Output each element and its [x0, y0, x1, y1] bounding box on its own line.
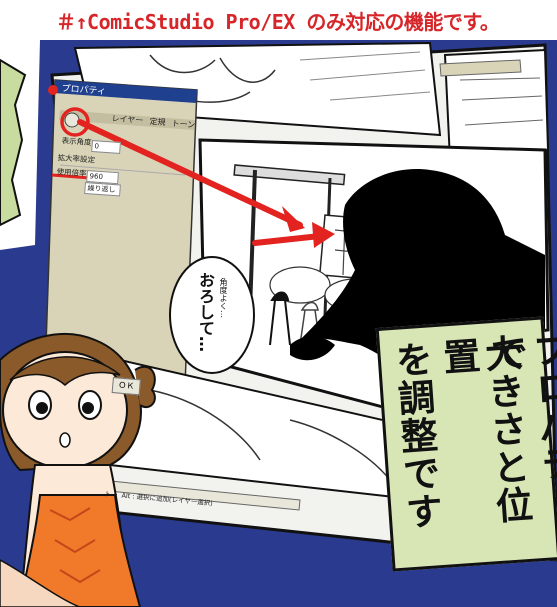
gate-beam: [233, 164, 346, 186]
girl-dress: [18, 494, 142, 607]
properties-titlebar: [54, 80, 197, 103]
view-angle-field[interactable]: 0: [91, 140, 121, 154]
speech-bubble: [169, 256, 255, 374]
speech-line-2: おろして…: [196, 272, 215, 352]
gate-post-left: [248, 169, 257, 311]
red-arrowhead: [312, 222, 335, 248]
caption-col-3: を調整です: [387, 339, 444, 532]
red-dot: [48, 85, 58, 95]
tool-icon: [64, 112, 80, 128]
red-underline: [51, 173, 91, 180]
side-green-panel: [0, 58, 27, 227]
ok-button[interactable]: ＯＫ: [111, 377, 141, 396]
right-top-lines: [459, 77, 544, 126]
girl-pigtail: [134, 365, 156, 409]
tab-row: [59, 110, 195, 130]
red-arrow-line-1: [77, 119, 303, 228]
header-strip: ＃↑ComicStudio Pro/EX のみ対応の機能です。: [0, 0, 557, 40]
highlight-circle: [60, 107, 90, 137]
speech-line-1: 角度よく…: [219, 278, 228, 318]
tab-ruler[interactable]: 定規: [149, 116, 166, 128]
right-top-panel: [443, 48, 550, 162]
repeat-dropdown[interactable]: 繰り返し: [84, 182, 121, 197]
label-view-angle: 表示角度: [61, 135, 92, 148]
silhouette: [290, 169, 545, 430]
figure-left: [269, 291, 291, 346]
toolbar-strip: [439, 59, 522, 77]
caption-col-2: 大きさと位置: [435, 333, 534, 526]
label-usage-scale: 使用倍率: [56, 166, 87, 179]
tab-layer[interactable]: レイヤー: [111, 113, 144, 126]
girl-character: [0, 332, 156, 607]
top-panel-hatching: [299, 51, 431, 101]
silhouette-hand: [290, 336, 335, 361]
tab-tone[interactable]: トーン: [171, 118, 196, 130]
red-arrow-line-2: [252, 233, 323, 246]
header-note: ＃↑ComicStudio Pro/EX のみ対応の機能です。: [56, 10, 500, 34]
caption-box: プロパティで 大きさと位置 を調整です: [375, 316, 557, 572]
